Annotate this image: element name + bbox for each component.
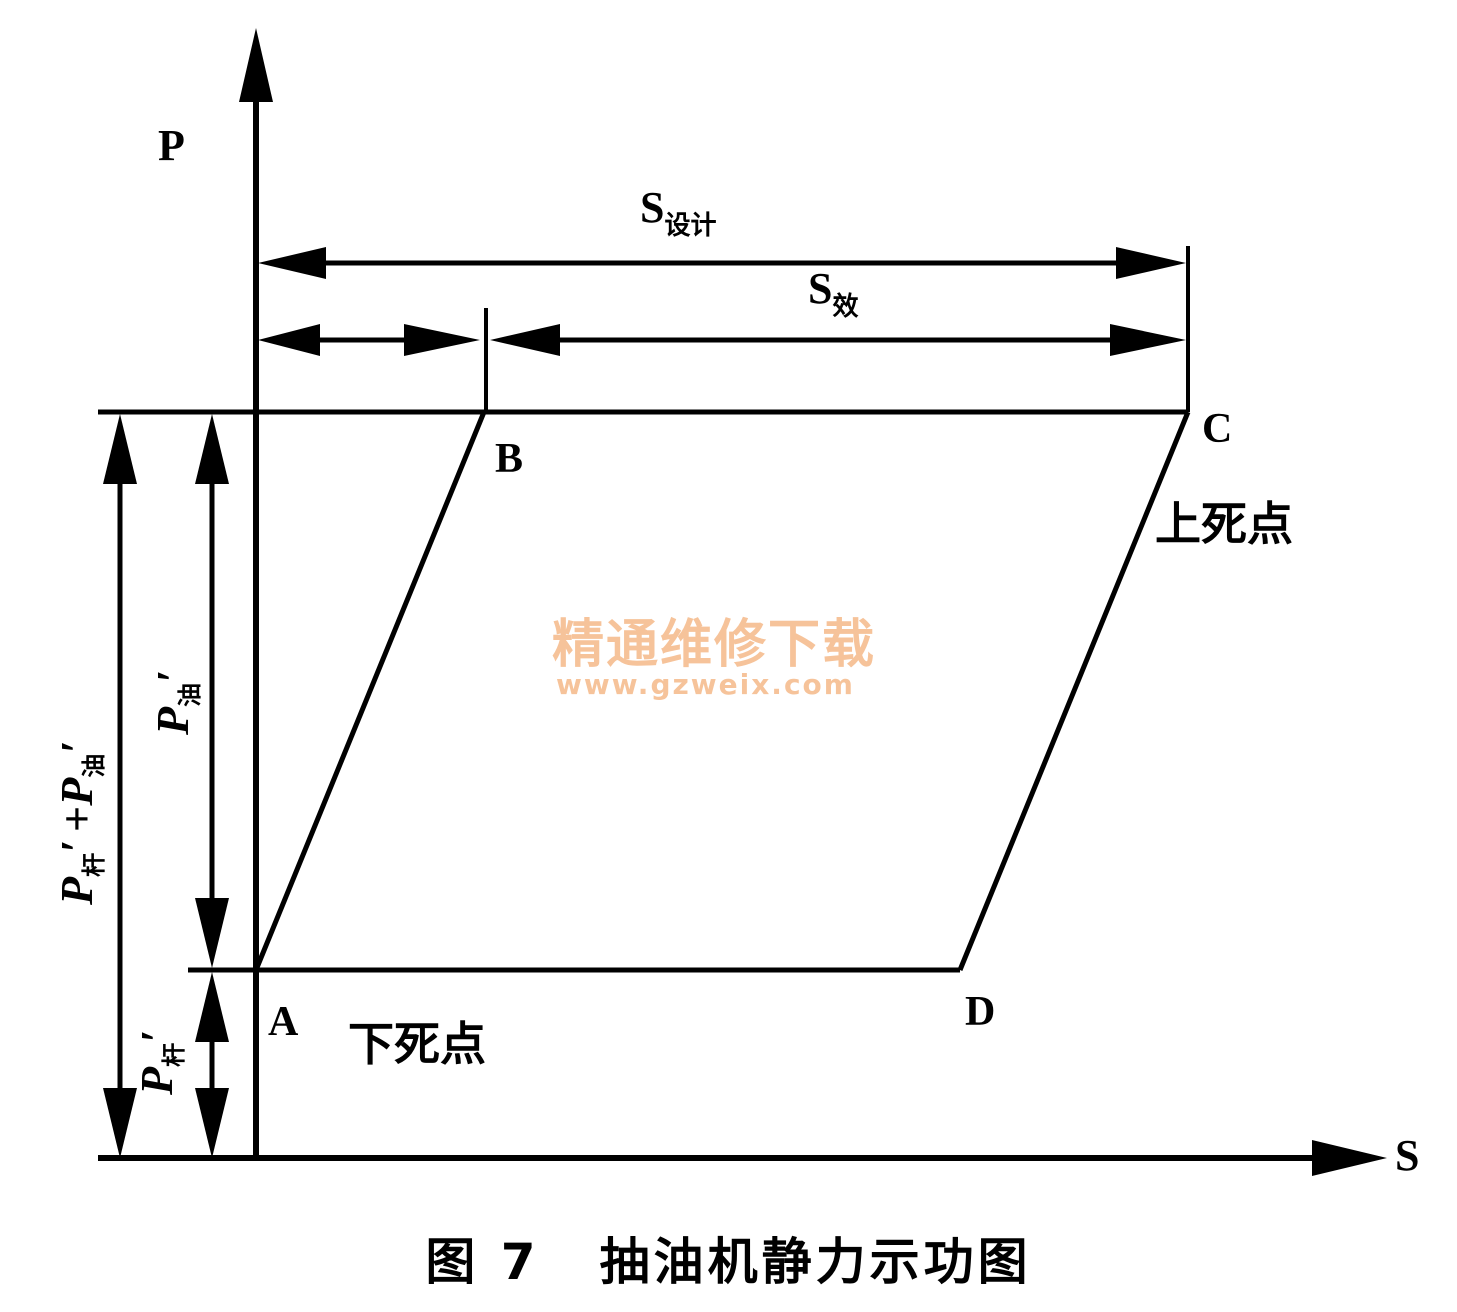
watermark-url: www.gzweix.com [556, 668, 855, 701]
point-c-label: C [1202, 406, 1232, 452]
top-dead-center-label: 上死点 [1155, 497, 1293, 551]
unload-line-cd [957, 411, 1191, 971]
p-oil-label: P油′ [147, 670, 204, 736]
y-axis-label: P [158, 121, 185, 170]
p-total-label: P杆′+P油′ [51, 741, 108, 906]
figure-number: 图 7 [425, 1233, 540, 1291]
x-axis-label: S [1395, 1131, 1419, 1180]
p-rod-label: P杆′ [131, 1030, 188, 1096]
point-a-label: A [268, 999, 299, 1045]
y-axis [239, 28, 273, 1160]
x-axis [98, 1140, 1387, 1176]
s-design-label: S设计 [640, 183, 717, 241]
s-effective-arrow [490, 324, 1186, 356]
p-oil-arrow [195, 414, 229, 968]
s-effective-label: S效 [808, 264, 859, 322]
s-design-arrow [258, 247, 1186, 279]
figure-title: 抽油机静力示功图 [599, 1233, 1032, 1291]
p-rod-arrow [195, 972, 229, 1158]
figure-caption: 图 7 抽油机静力示功图 [0, 1222, 1457, 1294]
p-total-arrow [103, 414, 137, 1158]
s-loss-arrow [258, 324, 480, 356]
load-line-ab [253, 411, 487, 971]
bottom-dead-center-label: 下死点 [348, 1017, 486, 1071]
point-d-label: D [965, 989, 995, 1035]
point-b-label: B [495, 436, 523, 482]
watermark-title: 精通维修下载 [552, 615, 876, 675]
